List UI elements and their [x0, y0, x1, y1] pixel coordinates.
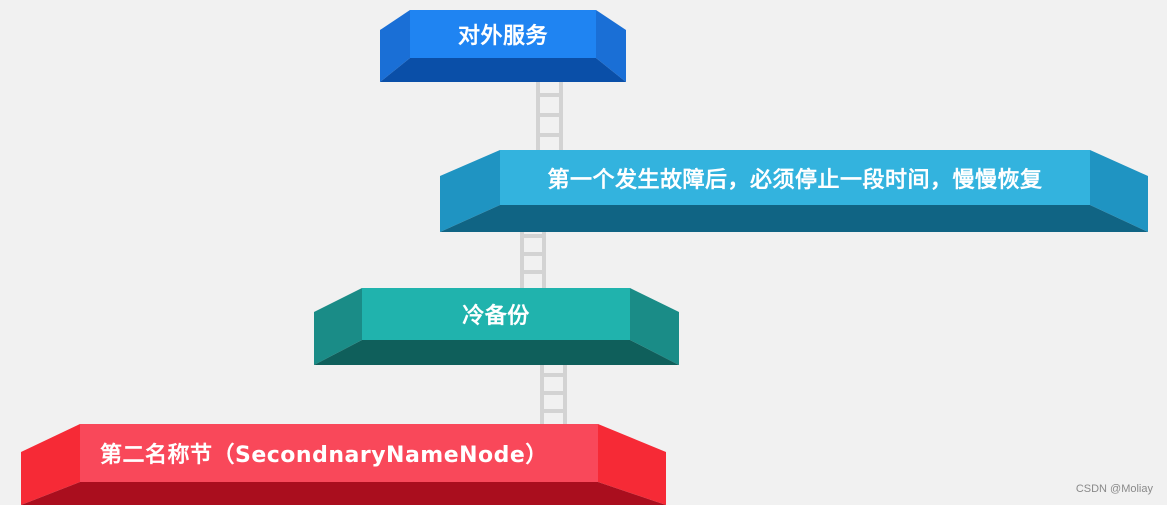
label-external-service: 对外服务 — [410, 10, 596, 58]
watermark: CSDN @Moliay — [1076, 483, 1153, 495]
label-fault-recovery: 第一个发生故障后，必须停止一段时间，慢慢恢复 — [500, 150, 1090, 205]
label-secondary-namenode: 第二名称节（SecondnaryNameNode） — [80, 424, 598, 482]
label-cold-backup: 冷备份 — [362, 288, 630, 340]
ladder-3 — [542, 360, 565, 428]
